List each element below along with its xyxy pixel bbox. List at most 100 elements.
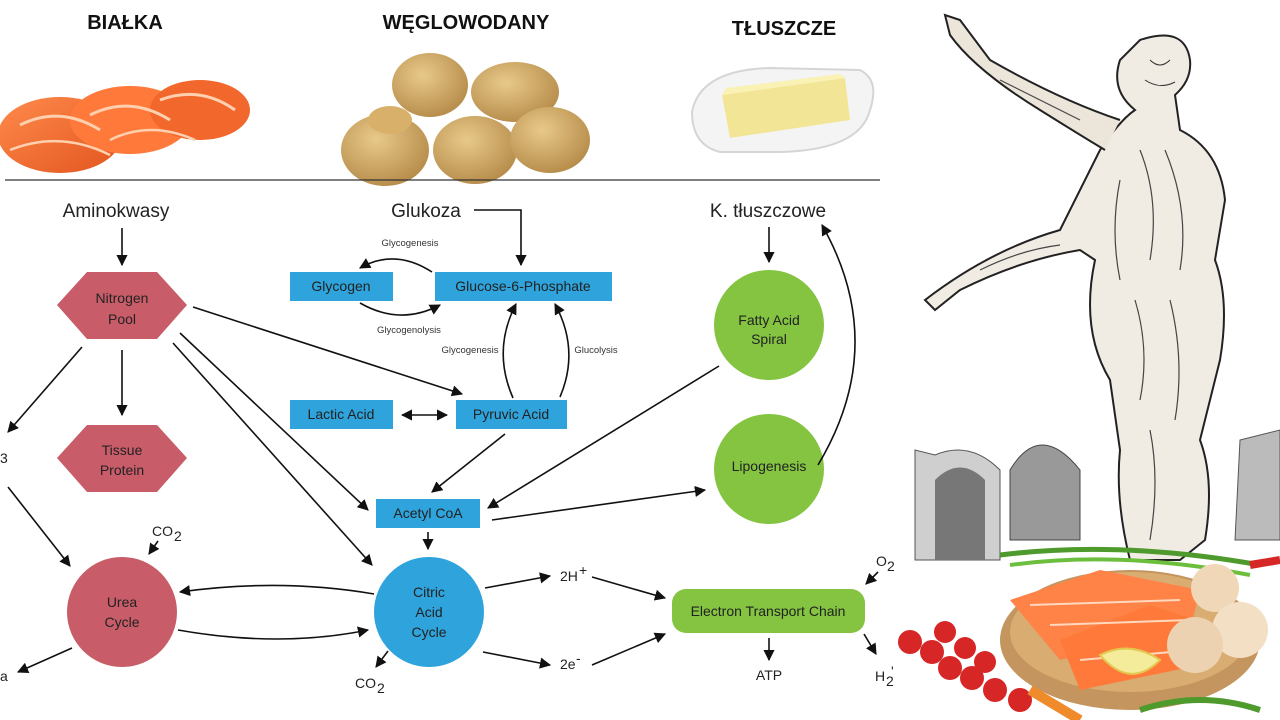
arrow-g6p-to-glycogen (359, 258, 433, 273)
node-lactic-acid: Lactic Acid (290, 400, 393, 429)
acetyl-coa-label: Acetyl CoA (393, 505, 463, 521)
h2-sub: 2 (886, 673, 894, 689)
annotation-left-partial-bottom: a (0, 668, 8, 684)
co2-top-sub: 2 (174, 528, 182, 544)
lipogenesis-shape (714, 414, 824, 524)
pyruvic-acid-shape (456, 400, 567, 429)
node-fatty-acid-spiral: Fatty Acid Spiral (714, 270, 824, 380)
arrow-nitrogen-to-left (7, 346, 83, 433)
node-acetyl-coa: Acetyl CoA (376, 499, 480, 528)
tissue-protein-line2: Protein (100, 462, 144, 478)
node-urea-cycle: Urea Cycle (67, 557, 177, 667)
node-electron-transport-chain: Electron Transport Chain (672, 589, 865, 633)
label-glycogenesis-top: Glycogenesis (381, 238, 438, 249)
acetyl-coa-shape (376, 499, 480, 528)
annotation-2e-minus: 2e - (560, 650, 581, 672)
arrow-o2-to-etc (865, 571, 879, 585)
annotation-atp: ATP (756, 667, 782, 683)
urea-cycle-line1: Urea (107, 594, 138, 610)
nitrogen-pool-line2: Pool (108, 311, 136, 327)
citric-line3: Cycle (411, 624, 446, 640)
citric-line1: Citric (413, 584, 445, 600)
annotation-left-partial-top: 3 (0, 450, 8, 466)
o2-sub: 2 (887, 558, 895, 574)
arrow-nitrogen-to-pyruvic (192, 306, 464, 397)
annotation-co2-bottom: CO 2 (355, 675, 385, 696)
o2-text: O (876, 553, 887, 569)
arrow-glycogen-to-g6p (359, 302, 441, 316)
node-nitrogen-pool: Nitrogen Pool (57, 272, 187, 339)
glycogen-label: Glycogen (311, 278, 370, 294)
arrow-citric-to-h (484, 572, 552, 589)
annotation-2h-plus: 2H + (560, 562, 587, 584)
node-glycogen: Glycogen (290, 272, 393, 301)
label-glycogenesis-side: Glycogenesis (441, 345, 498, 356)
lactic-acid-label: Lactic Acid (308, 406, 375, 422)
g6p-shape (435, 272, 612, 301)
label-glycogenolysis: Glycogenolysis (377, 325, 441, 336)
potatoes-image (341, 53, 590, 186)
etc-shape (672, 589, 865, 633)
urea-cycle-shape (67, 557, 177, 667)
arrow-citric-to-urea (178, 584, 375, 597)
arrow-urea-to-left (16, 647, 73, 674)
h2-text: H (875, 668, 885, 684)
nitrogen-pool-line1: Nitrogen (96, 290, 149, 306)
arrows (7, 209, 879, 674)
arrow-acetyl-to-lipogenesis (491, 485, 707, 521)
co2-top-text: CO (152, 523, 173, 539)
co2-bottom-sub: 2 (377, 680, 385, 696)
arrow-nitrogen-to-citric (172, 342, 373, 566)
source-amino-acids: Aminokwasy (63, 201, 170, 222)
nitrogen-pool-shape (57, 272, 187, 339)
h-plus-text: 2H (560, 568, 578, 584)
salmon-image (0, 80, 250, 173)
arrow-citric-to-e (482, 651, 552, 669)
e-minus-sup: - (576, 650, 581, 666)
e-minus-text: 2e (560, 656, 576, 672)
arrow-e-to-etc (591, 632, 667, 666)
annotation-h2: H 2 ' (875, 663, 894, 689)
h2-cut: ' (891, 663, 894, 679)
arrow-glucose-to-g6p (474, 209, 527, 267)
label-glucolysis: Glucolysis (574, 345, 618, 356)
header-proteins: BIAŁKA (87, 12, 163, 34)
g6p-label: Glucose-6-Phosphate (455, 278, 591, 294)
citric-acid-cycle-shape (374, 557, 484, 667)
lactic-acid-shape (290, 400, 393, 429)
urea-cycle-line2: Cycle (104, 614, 139, 630)
arrow-lipogenesis-to-fatty (817, 224, 856, 466)
node-citric-acid-cycle: Citric Acid Cycle (374, 557, 484, 667)
fatty-spiral-line1: Fatty Acid (738, 312, 799, 328)
pyruvic-acid-label: Pyruvic Acid (473, 406, 549, 422)
arrow-h-to-etc (591, 576, 667, 601)
arrow-urea-to-citric (177, 626, 370, 640)
arrow-spiral-to-acetyl (487, 365, 720, 509)
tissue-protein-line1: Tissue (102, 442, 143, 458)
node-pyruvic-acid: Pyruvic Acid (456, 400, 567, 429)
arrow-etc-to-h2o (863, 633, 877, 655)
h-plus-sup: + (579, 562, 587, 578)
node-lipogenesis: Lipogenesis (714, 414, 824, 524)
food-plate-image (898, 546, 1280, 720)
arrow-co2-to-urea (148, 540, 160, 555)
lipogenesis-label: Lipogenesis (732, 458, 807, 474)
co2-bottom-text: CO (355, 675, 376, 691)
tissue-protein-shape (57, 425, 187, 492)
arrow-g6p-to-pyruvic (554, 303, 570, 398)
annotation-co2-top: CO 2 (152, 523, 182, 544)
arrow-left-to-urea (7, 486, 71, 567)
arrow-nitrogen-to-acetyl (179, 332, 369, 511)
glycogen-shape (290, 272, 393, 301)
arrow-pyruvic-to-g6p (502, 303, 517, 399)
annotation-o2: O 2 (876, 553, 895, 574)
source-glucose: Glukoza (391, 201, 461, 222)
butter-image (690, 66, 875, 153)
node-glucose-6-phosphate: Glucose-6-Phosphate (435, 272, 612, 301)
arrow-citric-to-co2 (375, 650, 389, 668)
arrow-pyruvic-to-acetyl (431, 433, 506, 493)
header-fats: TŁUSZCZE (732, 18, 836, 40)
header-carbs: WĘGLOWODANY (383, 12, 550, 34)
citric-line2: Acid (415, 604, 442, 620)
